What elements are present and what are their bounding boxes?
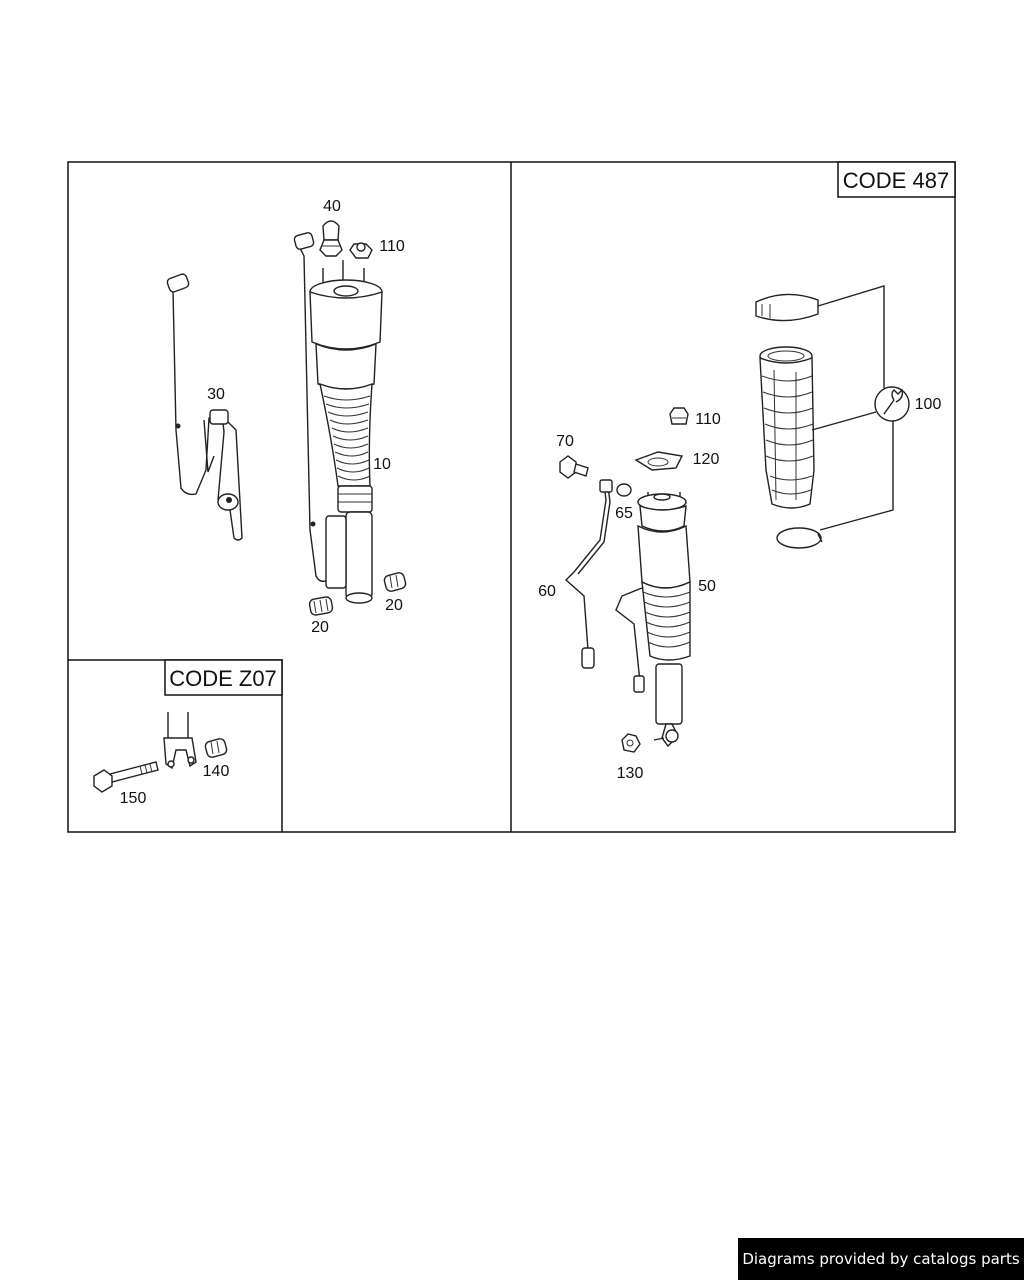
label-120: 120 [693,451,720,468]
part-100-clamp-band [755,293,819,322]
code-487-label: CODE 487 [843,168,949,193]
part-65-o-ring [616,483,632,497]
part-130-nut [621,733,641,753]
part-110-nut-left [349,242,373,259]
label-40: 40 [323,198,341,215]
part-120-gasket [634,451,684,471]
part-100-callout-lines [811,285,894,531]
part-70-bolt [559,455,589,479]
part-z07-fork-mount [163,712,197,770]
part-60-air-line [564,479,613,669]
part-30-sensor-cable [166,273,243,541]
label-70: 70 [556,433,574,450]
part-50-air-strut [615,492,691,748]
part-100-retaining-ring [776,527,823,549]
attribution-footer: Diagrams provided by catalogs parts [738,1238,1024,1280]
label-20-a: 20 [311,619,329,636]
part-20-bump-stop-a [308,596,334,616]
part-100-bellows [759,346,815,509]
part-140-bump-stop [204,738,228,758]
part-20-bump-stop-b [383,572,407,592]
part-110-nut-right [669,407,689,425]
code-z07-label: CODE Z07 [169,666,277,691]
code-z07-box: CODE Z07 [164,659,283,696]
part-40-nut [319,220,343,257]
label-10: 10 [373,456,391,473]
label-110-right: 110 [695,411,721,428]
label-20-b: 20 [385,597,403,614]
diagram-frame [67,161,956,833]
part-10-air-strut [309,260,383,604]
label-65: 65 [615,505,633,522]
label-30: 30 [207,386,225,403]
label-50: 50 [698,578,716,595]
label-150: 150 [120,790,147,807]
label-110-left: 110 [379,238,405,255]
label-100: 100 [915,396,942,413]
code-487-box: CODE 487 [837,161,956,198]
part-150-bolt [93,761,159,793]
label-140: 140 [203,763,230,780]
label-60: 60 [538,583,556,600]
wrench-icon [874,386,910,422]
label-130: 130 [617,765,644,782]
